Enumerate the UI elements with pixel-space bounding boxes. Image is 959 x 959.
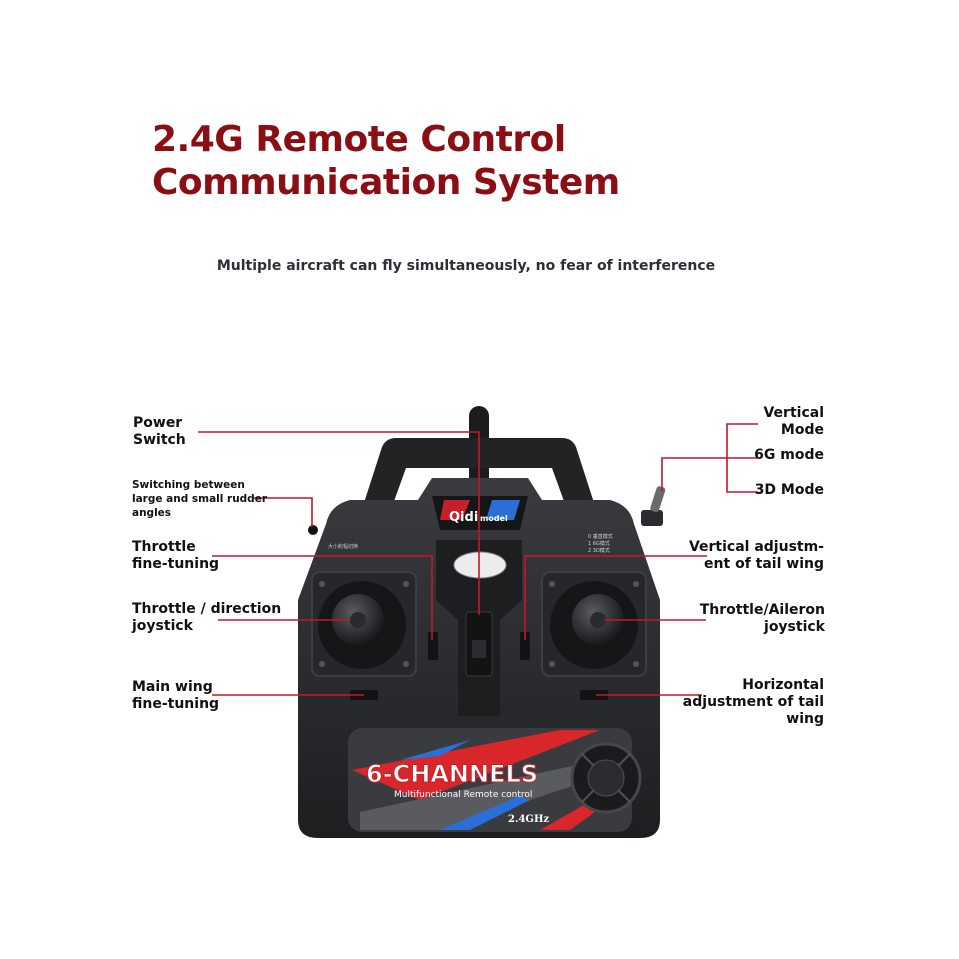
leader-power-switch (198, 431, 480, 615)
rudder-switch-button[interactable] (308, 525, 318, 535)
label-throttle-fine: Throttle fine-tuning (132, 539, 220, 572)
carry-handle (352, 438, 606, 540)
tagline-label: Multifunctional Remote control (394, 790, 532, 800)
leader-rudder-angles (252, 497, 313, 527)
mode-list-item: 2 3D模式 (588, 547, 610, 554)
channel-band: 6-CHANNELS Multifunctional Remote contro… (348, 728, 642, 832)
label-main-wing: Main wing fine-tuning (132, 679, 220, 712)
tail-vertical-trim-button[interactable] (520, 632, 530, 660)
frequency-label: 2.4GHz (508, 814, 549, 825)
label-power-switch: Power Switch (133, 415, 186, 448)
label-tail-vertical: Vertical adjustm- ent of tail wing (688, 539, 824, 572)
mode-list-item: 0 垂直模式 (588, 533, 613, 540)
brand-logo: Qidi (449, 510, 478, 525)
mode-toggle-switch[interactable] (641, 485, 666, 526)
label-3d-mode: 3D Mode (754, 482, 824, 498)
tail-horizontal-trim-button[interactable] (580, 690, 608, 700)
label-aileron-joystick: Throttle/Aileron joystick (699, 602, 825, 635)
power-indicator-light (453, 551, 507, 579)
leader-toggle (661, 457, 727, 492)
right-gimbal (541, 571, 647, 677)
title-line-2: Communication System (152, 162, 620, 203)
brand-suffix: model (480, 514, 508, 523)
leader-tail-vertical (524, 555, 707, 640)
leader-throttle-fine (212, 555, 433, 640)
label-tail-horizontal: Horizontal adjustment of tail wing (682, 677, 824, 727)
mode-list-item: 1 6G模式 (588, 540, 610, 547)
brand-plate: Qidi model (432, 496, 528, 530)
mode-list: 0 垂直模式 1 6G模式 2 3D模式 (588, 533, 613, 554)
channels-label: 6-CHANNELS (366, 760, 538, 788)
rudder-switch-caption: 大小舵幅切换 (328, 543, 358, 550)
label-throttle-joystick: Throttle / direction joystick (132, 601, 282, 634)
title-line-1: 2.4G Remote Control (152, 119, 566, 160)
title: 2.4G Remote Control Communication System (152, 118, 620, 204)
leader-lines (198, 423, 758, 696)
subtitle: Multiple aircraft can fly simultaneously… (216, 258, 716, 274)
left-gimbal (311, 571, 417, 677)
label-vertical-mode: Vertical Mode (763, 405, 824, 438)
throttle-trim-button[interactable] (428, 632, 438, 660)
label-rudder-angles: Switching between large and small rudder… (132, 479, 268, 519)
label-6g-mode: 6G mode (754, 447, 824, 463)
